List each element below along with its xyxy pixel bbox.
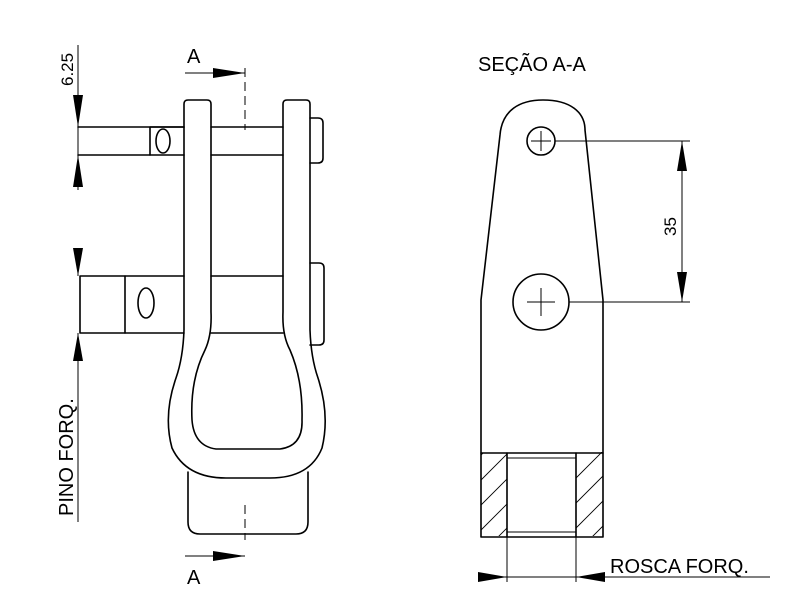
- section-title: SEÇÃO A-A: [478, 52, 586, 76]
- section-mark-bottom: A: [187, 567, 201, 589]
- svg-text:6.25: 6.25: [58, 53, 77, 86]
- threaded-bore: [506, 452, 577, 538]
- lower-pin-slot: [137, 287, 155, 319]
- section-outline: [480, 99, 604, 538]
- lower-pin: [79, 275, 284, 334]
- dimension-thread: [478, 537, 770, 582]
- dimension-35: 35: [555, 140, 690, 303]
- pin-label: PINO FORQ.: [56, 398, 78, 516]
- upper-pin-hole: [149, 126, 185, 156]
- dimension-lower-pin: [73, 248, 83, 522]
- shackle-bow-outer: [167, 99, 326, 479]
- section-view: SEÇÃO A-A: [478, 52, 770, 582]
- dimension-6-25: 6.25: [58, 45, 83, 190]
- lower-pin-cap: [309, 262, 325, 346]
- hatch-right: [576, 452, 603, 536]
- upper-pin: [77, 126, 284, 156]
- thread-label: ROSCA FORQ.: [610, 556, 749, 578]
- section-mark-top: A: [187, 46, 201, 68]
- bottom-shank: [187, 471, 309, 535]
- hatch-left: [481, 452, 507, 536]
- upper-pin-cap: [309, 117, 324, 164]
- svg-text:35: 35: [661, 217, 680, 236]
- upper-pin-slot: [155, 128, 171, 154]
- front-view: A A 6.25 PINO FORQ.: [56, 45, 326, 589]
